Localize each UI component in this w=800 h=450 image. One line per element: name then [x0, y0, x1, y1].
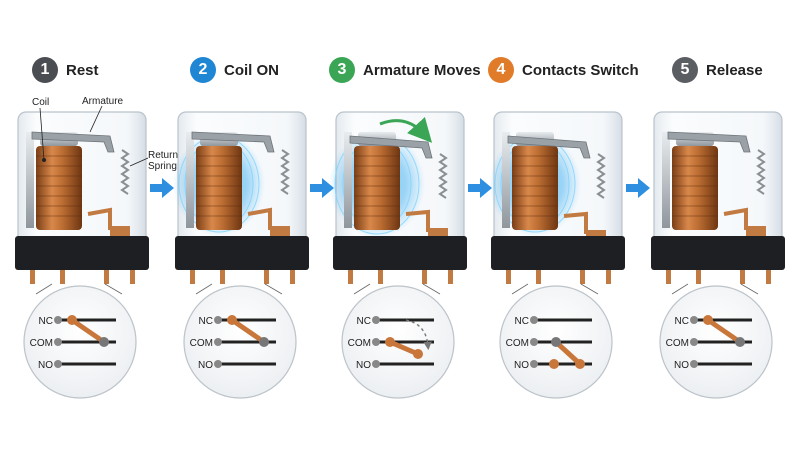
contact-block: [110, 226, 130, 236]
contact-lever: [553, 339, 583, 367]
return-spring: [596, 153, 606, 199]
contact-arm: [87, 207, 112, 230]
com-label: COM: [506, 338, 529, 349]
nc-label: NC: [357, 316, 371, 327]
no-label: NO: [514, 360, 529, 371]
step-label: Armature Moves: [363, 61, 481, 79]
contact-lever: [705, 317, 743, 345]
contact-lever: [387, 339, 421, 357]
step-badge: 2: [190, 57, 216, 83]
coil-callout: Coil: [32, 97, 50, 108]
contact-arm: [723, 207, 748, 230]
return-spring: [120, 149, 130, 195]
coil: [672, 146, 718, 230]
nc-label: NC: [39, 316, 53, 327]
contact-diagram-4: [499, 285, 613, 399]
return-spring-callout-line2: Spring: [148, 161, 177, 172]
nc-label: NC: [199, 316, 213, 327]
relay-base: [491, 236, 625, 270]
coil: [36, 146, 82, 230]
relay-base: [651, 236, 785, 270]
step-arrow-3: [468, 178, 492, 198]
step-label: Coil ON: [224, 61, 279, 79]
com-label: COM: [666, 338, 689, 349]
contact-lever: [229, 317, 267, 345]
com-label: COM: [30, 338, 53, 349]
step-badge: 5: [672, 57, 698, 83]
step-title-1: 1 Rest: [32, 56, 99, 84]
relay-3: [329, 111, 467, 284]
return-spring: [756, 149, 766, 195]
armature-callout: Armature: [82, 96, 124, 107]
contact-diagram-5: [659, 285, 773, 399]
relay-base: [15, 236, 149, 270]
relay-4: [489, 111, 625, 284]
step-badge: 4: [488, 57, 514, 83]
coil: [354, 146, 400, 230]
step-arrow-2: [310, 178, 334, 198]
contact-labels: NC COM NO NC COM NO NC COM NO NC COM NO …: [30, 316, 690, 371]
no-label: NO: [356, 360, 371, 371]
relay-2: [173, 111, 309, 284]
connector-lines: [35, 283, 759, 295]
coil-frame: [26, 132, 34, 228]
return-spring: [280, 149, 290, 195]
contact-lever: [69, 317, 107, 345]
no-label: NO: [198, 360, 213, 371]
relay-1: [15, 105, 149, 284]
contact-arm: [563, 211, 588, 234]
step-title-5: 5 Release: [672, 56, 763, 84]
relay-pins: [30, 270, 135, 284]
step-label: Release: [706, 61, 763, 79]
step-arrow-4: [626, 178, 650, 198]
step-label: Contacts Switch: [522, 61, 639, 79]
no-label: NO: [674, 360, 689, 371]
contact-diagram-1: [23, 285, 137, 399]
step-badge: 3: [329, 57, 355, 83]
armature: [667, 131, 751, 153]
relay-5: [651, 111, 785, 284]
no-label: NO: [38, 360, 53, 371]
contact-arm: [405, 209, 430, 232]
step-title-4: 4 Contacts Switch: [488, 56, 639, 84]
armature: [31, 131, 115, 153]
step-arrow-1: [150, 178, 174, 198]
contact-diagram-3: [341, 285, 455, 399]
contact-diagram-2: [183, 285, 297, 399]
motion-arrow: [379, 117, 433, 143]
step-title-2: 2 Coil ON: [190, 56, 279, 84]
return-spring-callout: Return Spring: [148, 150, 178, 172]
step-title-3: 3 Armature Moves: [329, 56, 481, 84]
armature: [191, 131, 275, 153]
step-arrows: [150, 178, 650, 198]
com-label: COM: [348, 338, 371, 349]
return-spring-callout-line1: Return: [148, 150, 179, 161]
armature: [507, 135, 591, 159]
contact-arm: [247, 207, 272, 230]
step-badge: 1: [32, 57, 58, 83]
nc-label: NC: [515, 316, 529, 327]
coil: [512, 146, 558, 230]
coil: [196, 146, 242, 230]
step-label: Rest: [66, 61, 99, 79]
relay-base: [333, 236, 467, 270]
com-label: COM: [190, 338, 213, 349]
return-spring: [438, 153, 448, 199]
nc-label: NC: [675, 316, 689, 327]
relay-base: [175, 236, 309, 270]
